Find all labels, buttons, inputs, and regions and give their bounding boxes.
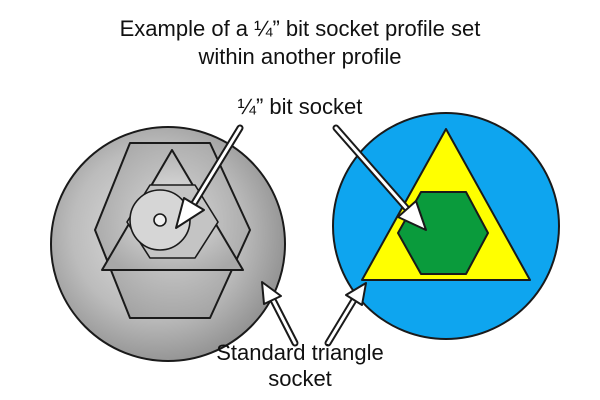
diagram-title-line-1: Example of a ¼” bit socket profile set: [119, 16, 481, 41]
bit-socket-label: ¼” bit socket: [237, 94, 363, 119]
colored-socket-illustration: [332, 112, 560, 340]
arrow-to-grey-bit-socket: [175, 124, 244, 229]
arrow-to-green-hexagon: [332, 124, 427, 231]
standard-triangle-label-line-1: Standard triangle: [216, 340, 384, 365]
grey-socket-center-hole: [153, 213, 167, 227]
arrow-to-grey-triangle: [261, 281, 299, 347]
diagram-title-line-2: within another profile: [198, 44, 402, 69]
grey-socket-illustration: [50, 126, 286, 362]
standard-triangle-label-line-2: socket: [268, 366, 332, 391]
arrow-to-yellow-triangle: [324, 282, 367, 347]
